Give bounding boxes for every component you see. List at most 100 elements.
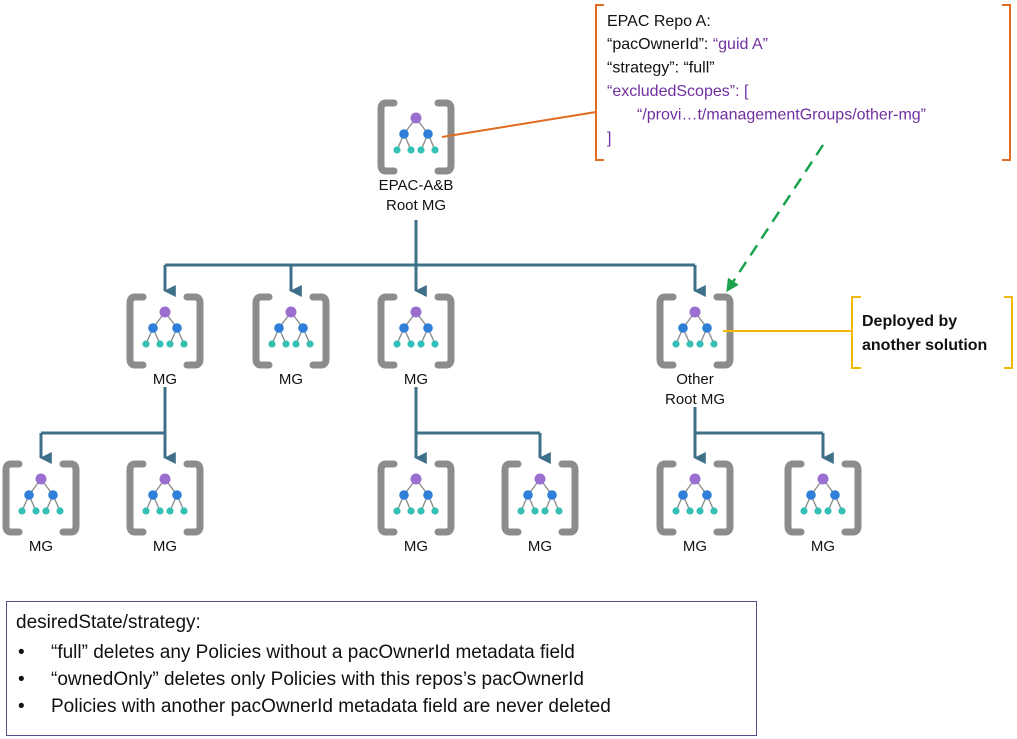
- node-label: MG: [279, 371, 303, 388]
- management-group-icon: [126, 460, 204, 536]
- repo-callout-text: “excludedScopes”: [: [607, 83, 749, 100]
- management-group-icon: [252, 293, 330, 369]
- node-label: Other: [676, 371, 714, 388]
- management-group-icon: [784, 460, 862, 536]
- management-group-icon: [126, 293, 204, 369]
- legend-item: • Policies with another pacOwnerId metada…: [16, 693, 756, 720]
- icon-mid-node: [172, 323, 182, 333]
- repo-callout-line: “pacOwnerId”: “guid A”: [607, 36, 768, 53]
- icon-mid-node: [148, 323, 158, 333]
- icon-mid-node: [399, 129, 409, 139]
- tree-connectors: [39, 220, 834, 464]
- bracket-right: [183, 293, 204, 369]
- icon-leaf-node: [417, 507, 425, 515]
- repo-callout: EPAC Repo A: “pacOwnerId”: “guid A” “stra…: [441, 4, 1011, 161]
- legend-item: • “ownedOnly” deletes only Policies with …: [16, 666, 756, 693]
- management-group-icon: [377, 293, 455, 369]
- icon-leaf-node: [800, 507, 808, 515]
- repo-callout-title: EPAC Repo A:: [607, 13, 711, 30]
- icon-leaf-node: [18, 507, 26, 515]
- icon-top-node: [410, 306, 422, 318]
- bracket-left: [126, 460, 147, 536]
- icon-leaf-node: [282, 340, 290, 348]
- repo-callout-lines: “pacOwnerId”: “guid A” “strategy”: “full”…: [607, 36, 926, 147]
- icon-top-node: [35, 473, 47, 485]
- icon-leaf-node: [431, 146, 439, 154]
- node-label: MG: [528, 538, 552, 555]
- bracket-left: [784, 460, 805, 536]
- icon-leaf-node: [431, 340, 439, 348]
- icon-leaf-node: [32, 507, 40, 515]
- repo-callout-line: “strategy”: “full”: [607, 60, 715, 77]
- icon-mid-node: [148, 490, 158, 500]
- icon-top-node: [689, 306, 701, 318]
- repo-callout-line: “/provi…t/managementGroups/other-mg”: [637, 107, 926, 124]
- icon-leaf-node: [142, 507, 150, 515]
- legend-title: desiredState/strategy:: [16, 612, 201, 633]
- legend-item: •“full” deletes any Policies without a p…: [16, 639, 756, 666]
- icon-mid-node: [830, 490, 840, 500]
- icon-leaf-node: [407, 146, 415, 154]
- icon-mid-node: [399, 490, 409, 500]
- node-label: MG: [153, 371, 177, 388]
- bracket-right: [558, 460, 579, 536]
- icon-mid-node: [24, 490, 34, 500]
- bracket-left: [126, 293, 147, 369]
- icon-mid-node: [298, 323, 308, 333]
- deployed-note-bracket-left: [851, 296, 861, 369]
- icon-leaf-node: [180, 507, 188, 515]
- node-label: MG: [404, 538, 428, 555]
- icon-leaf-node: [180, 340, 188, 348]
- icon-top-node: [534, 473, 546, 485]
- repo-callout-text: “guid A”: [713, 36, 768, 53]
- bracket-right: [434, 99, 455, 175]
- icon-mid-node: [702, 490, 712, 500]
- icon-leaf-node: [696, 340, 704, 348]
- legend-item-text: “full” deletes any Policies without a pa…: [51, 642, 575, 663]
- repo-callout-connector: [441, 111, 597, 138]
- node-icons: [2, 99, 862, 536]
- icon-leaf-node: [431, 507, 439, 515]
- icon-leaf-node: [393, 507, 401, 515]
- icon-leaf-node: [672, 340, 680, 348]
- icon-mid-node: [274, 323, 284, 333]
- icon-mid-node: [678, 323, 688, 333]
- management-group-icon: [656, 293, 734, 369]
- icon-top-node: [410, 112, 422, 124]
- icon-leaf-node: [710, 507, 718, 515]
- icon-mid-node: [423, 323, 433, 333]
- icon-leaf-node: [824, 507, 832, 515]
- icon-leaf-node: [166, 340, 174, 348]
- deployed-note-line-1: Deployed by: [862, 313, 957, 330]
- icon-top-node: [285, 306, 297, 318]
- icon-top-node: [159, 473, 171, 485]
- strategy-legend: desiredState/strategy: •“full” deletes a…: [6, 601, 757, 736]
- repo-callout-bracket-right: [1002, 4, 1011, 161]
- icon-leaf-node: [696, 507, 704, 515]
- node-label: Root MG: [386, 197, 446, 214]
- repo-callout-bracket-left: [595, 4, 604, 161]
- node-label: MG: [683, 538, 707, 555]
- repo-callout-text: “strategy”: “full”: [607, 60, 715, 77]
- legend-item-text: Policies with another pacOwnerId metadat…: [51, 696, 611, 717]
- icon-leaf-node: [268, 340, 276, 348]
- bracket-right: [841, 460, 862, 536]
- management-group-icon: [377, 99, 455, 175]
- icon-mid-node: [48, 490, 58, 500]
- legend-item-text: “ownedOnly” deletes only Policies with t…: [51, 669, 584, 690]
- bracket-right: [434, 293, 455, 369]
- repo-callout-line: ]: [607, 130, 611, 147]
- bullet-icon: •: [18, 669, 25, 690]
- icon-leaf-node: [814, 507, 822, 515]
- icon-leaf-node: [407, 507, 415, 515]
- bracket-right: [309, 293, 330, 369]
- bullet-icon: •: [18, 696, 25, 717]
- icon-leaf-node: [838, 507, 846, 515]
- icon-leaf-node: [42, 507, 50, 515]
- icon-mid-node: [547, 490, 557, 500]
- bracket-left: [656, 293, 677, 369]
- deployed-note-line-2: another solution: [862, 337, 987, 354]
- node-label: MG: [404, 371, 428, 388]
